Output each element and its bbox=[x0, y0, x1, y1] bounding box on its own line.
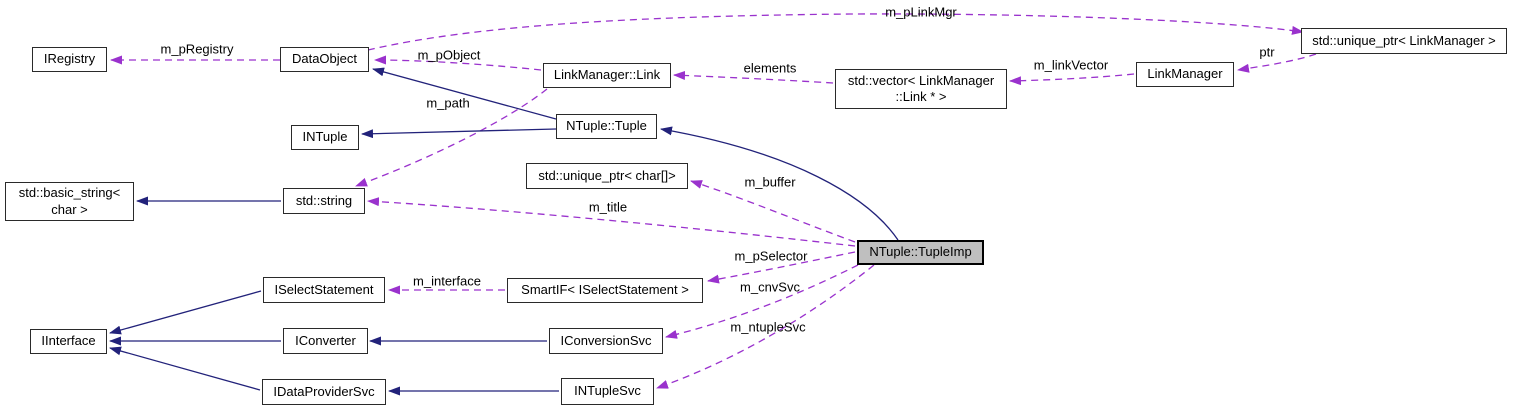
edge-idataprovidersvc-isa-iinterface bbox=[109, 346, 261, 391]
node-unique-ptr-linkmanager[interactable]: std::unique_ptr< LinkManager > bbox=[1301, 28, 1507, 54]
node-label: ::Link * > bbox=[895, 89, 947, 104]
node-ntuple-tuple[interactable]: NTuple::Tuple bbox=[556, 114, 657, 139]
node-label: std::unique_ptr< LinkManager > bbox=[1312, 32, 1496, 48]
node-dataobject[interactable]: DataObject bbox=[280, 47, 369, 72]
node-label: std::basic_string< bbox=[18, 185, 121, 201]
node-label: INTupleSvc bbox=[574, 383, 641, 399]
edge-m-pselector bbox=[707, 251, 856, 284]
edge-label-m-pobject: m_pObject bbox=[417, 47, 481, 63]
node-label: char > bbox=[51, 201, 88, 217]
node-linkmanager[interactable]: LinkManager bbox=[1136, 62, 1234, 87]
node-label: IConverter bbox=[295, 332, 356, 348]
node-label: std::unique_ptr< char[]> bbox=[538, 167, 676, 183]
node-label: NTuple::TupleImp bbox=[869, 244, 972, 260]
node-label: IDataProviderSvc bbox=[273, 383, 375, 399]
edge-tupleimp-isa-tuple bbox=[660, 126, 899, 241]
node-label: ISelectStatement bbox=[274, 281, 374, 297]
edge-m-cnvsvc bbox=[665, 264, 859, 339]
node-basic-string[interactable]: std::basic_string<char > bbox=[5, 182, 134, 221]
edge-m-title bbox=[367, 197, 856, 247]
edge-label-m-cnvsvc: m_cnvSvc bbox=[740, 279, 800, 295]
edge-m-path bbox=[355, 88, 548, 187]
edge-label-m-pselector: m_pSelector bbox=[734, 248, 808, 264]
node-label: INTuple bbox=[302, 129, 348, 145]
edge-label-m-plinkmgr: m_pLinkMgr bbox=[885, 4, 957, 20]
node-std-string[interactable]: std::string bbox=[283, 188, 365, 214]
edge-label-m-title: m_title bbox=[588, 199, 628, 215]
edge-tuple-isa-intuple bbox=[361, 128, 557, 139]
node-label: std::string bbox=[295, 192, 353, 208]
edge-label-m-interface: m_interface bbox=[413, 273, 481, 289]
edge-label-m-ntuplesvc: m_ntupleSvc bbox=[730, 319, 806, 335]
edge-label-m-linkvector: m_linkVector bbox=[1033, 57, 1109, 73]
edge-m-plinkmgr bbox=[367, 13, 1304, 51]
node-smartif-iselectstatement[interactable]: SmartIF< ISelectStatement > bbox=[507, 278, 703, 303]
edge-m-ntuplesvc bbox=[656, 264, 875, 389]
edge-iselectstatement-isa-iinterface bbox=[109, 290, 262, 335]
node-ntuple-tupleimp: NTuple::TupleImp bbox=[857, 240, 984, 265]
node-unique-ptr-char[interactable]: std::unique_ptr< char[]> bbox=[526, 163, 688, 189]
edge-m-pobject bbox=[374, 55, 542, 71]
edge-elements bbox=[673, 70, 834, 84]
edge-ptr bbox=[1237, 53, 1317, 73]
node-label: DataObject bbox=[291, 51, 358, 67]
edge-label-m-pregistry: m_pRegistry bbox=[160, 41, 234, 57]
node-iregistry[interactable]: IRegistry bbox=[32, 47, 107, 72]
node-label: IConversionSvc bbox=[560, 332, 652, 348]
edge-tuple-isa-dataobject bbox=[372, 67, 557, 120]
node-label: NTuple::Tuple bbox=[566, 118, 647, 134]
node-intuple[interactable]: INTuple bbox=[291, 125, 359, 150]
node-vector-linkmanager-link[interactable]: std::vector< LinkManager::Link * > bbox=[835, 69, 1007, 109]
edge-label-m-path: m_path bbox=[426, 95, 470, 111]
edge-label-elements: elements bbox=[743, 60, 797, 76]
node-idataprovidersvc[interactable]: IDataProviderSvc bbox=[262, 379, 386, 405]
node-iselectstatement[interactable]: ISelectStatement bbox=[263, 277, 385, 303]
node-linkmanager-link[interactable]: LinkManager::Link bbox=[543, 63, 671, 88]
node-label: IRegistry bbox=[43, 51, 96, 67]
node-label: IInterface bbox=[41, 333, 96, 349]
edge-m-buffer bbox=[690, 180, 856, 243]
node-iinterface[interactable]: IInterface bbox=[30, 329, 107, 354]
edge-label-ptr: ptr bbox=[1259, 44, 1275, 60]
node-label: LinkManager bbox=[1147, 66, 1223, 82]
node-intuplesvc[interactable]: INTupleSvc bbox=[561, 378, 654, 405]
node-iconversionsvc[interactable]: IConversionSvc bbox=[549, 328, 663, 354]
node-label: std::vector< LinkManager bbox=[847, 72, 995, 88]
node-iconverter[interactable]: IConverter bbox=[283, 328, 368, 354]
node-label: SmartIF< ISelectStatement > bbox=[521, 282, 689, 298]
edge-label-m-buffer: m_buffer bbox=[744, 174, 796, 190]
edge-m-linkvector bbox=[1009, 73, 1135, 86]
node-label: LinkManager::Link bbox=[553, 67, 661, 83]
